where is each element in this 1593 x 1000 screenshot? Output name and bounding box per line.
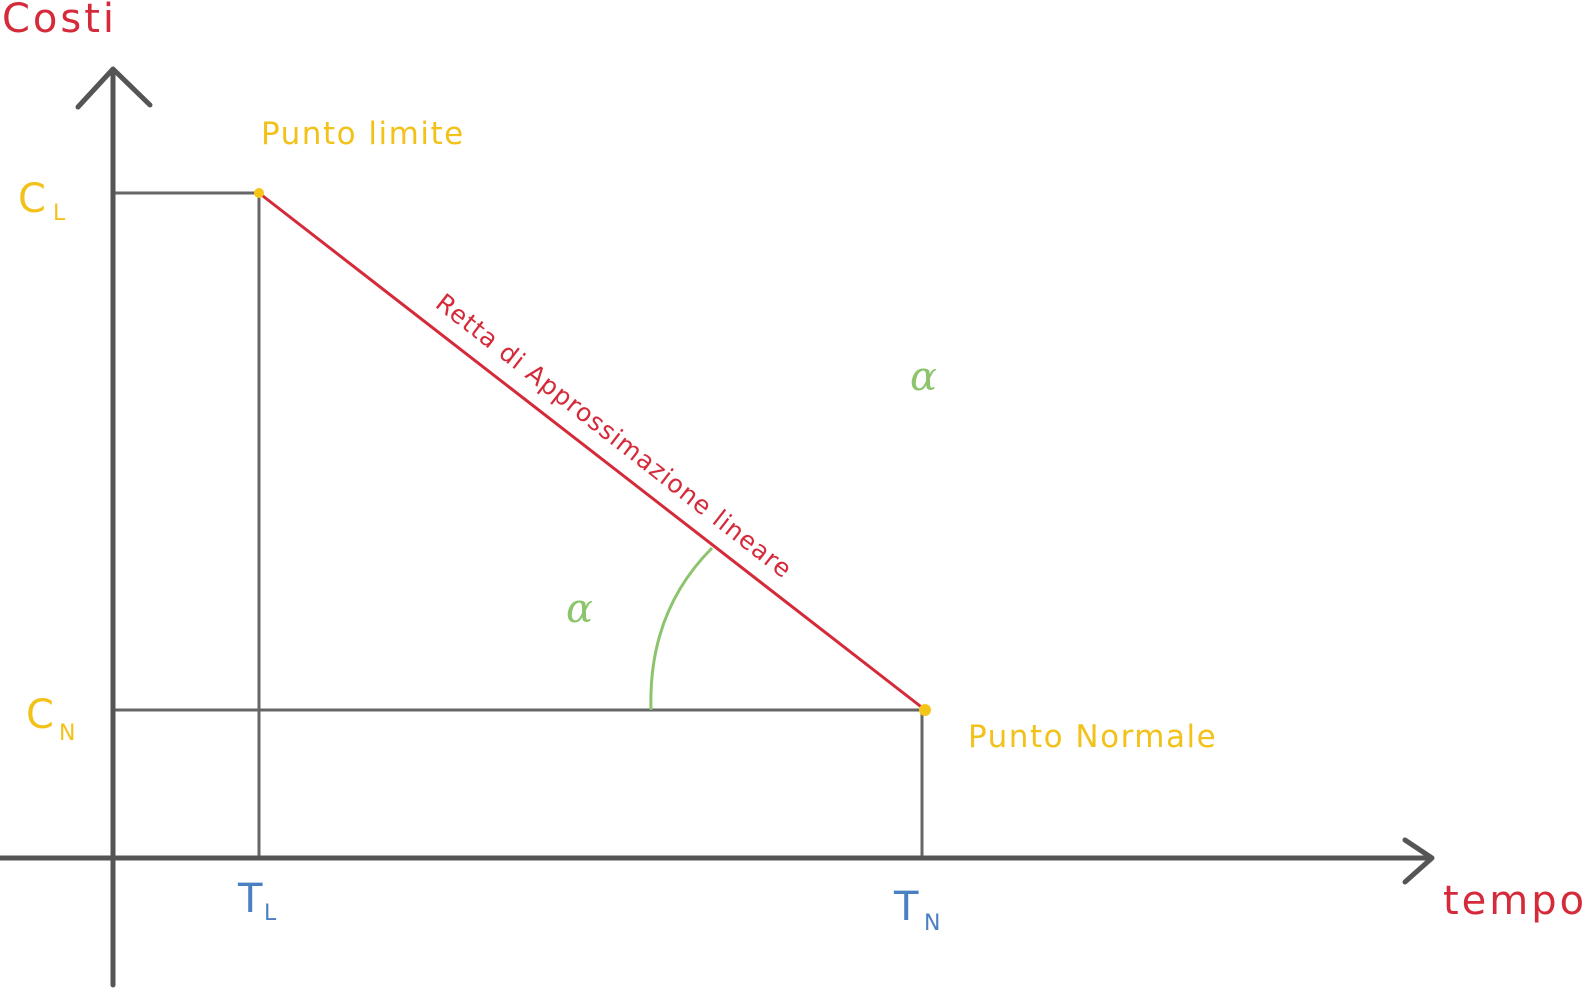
time-limit-label: T — [237, 876, 263, 922]
time-normal-subscript: N — [924, 911, 940, 936]
limit-point-marker — [254, 188, 264, 198]
x-axis-arrowhead — [1402, 837, 1435, 885]
limit-point-label: Punto limite — [261, 116, 465, 152]
y-axis-arrowhead — [75, 66, 153, 110]
cost-limit-subscript: L — [53, 201, 66, 226]
approximation-line-label: Retta di Approssimazione lineare — [430, 288, 798, 584]
angle-label-inside: α — [566, 586, 593, 632]
cost-limit-label: C — [18, 176, 46, 222]
time-limit-subscript: L — [264, 901, 277, 926]
cost-normal-subscript: N — [59, 721, 75, 746]
normal-point-label: Punto Normale — [968, 719, 1217, 755]
time-normal-label: T — [893, 884, 919, 930]
angle-arc — [649, 546, 714, 711]
approximation-line — [258, 191, 925, 711]
angle-label-outside: α — [910, 354, 937, 400]
y-axis-title: Costi — [2, 0, 117, 42]
cost-normal-label: C — [26, 692, 54, 738]
x-axis-title: tempo — [1443, 878, 1587, 924]
normal-point-marker — [919, 704, 931, 716]
